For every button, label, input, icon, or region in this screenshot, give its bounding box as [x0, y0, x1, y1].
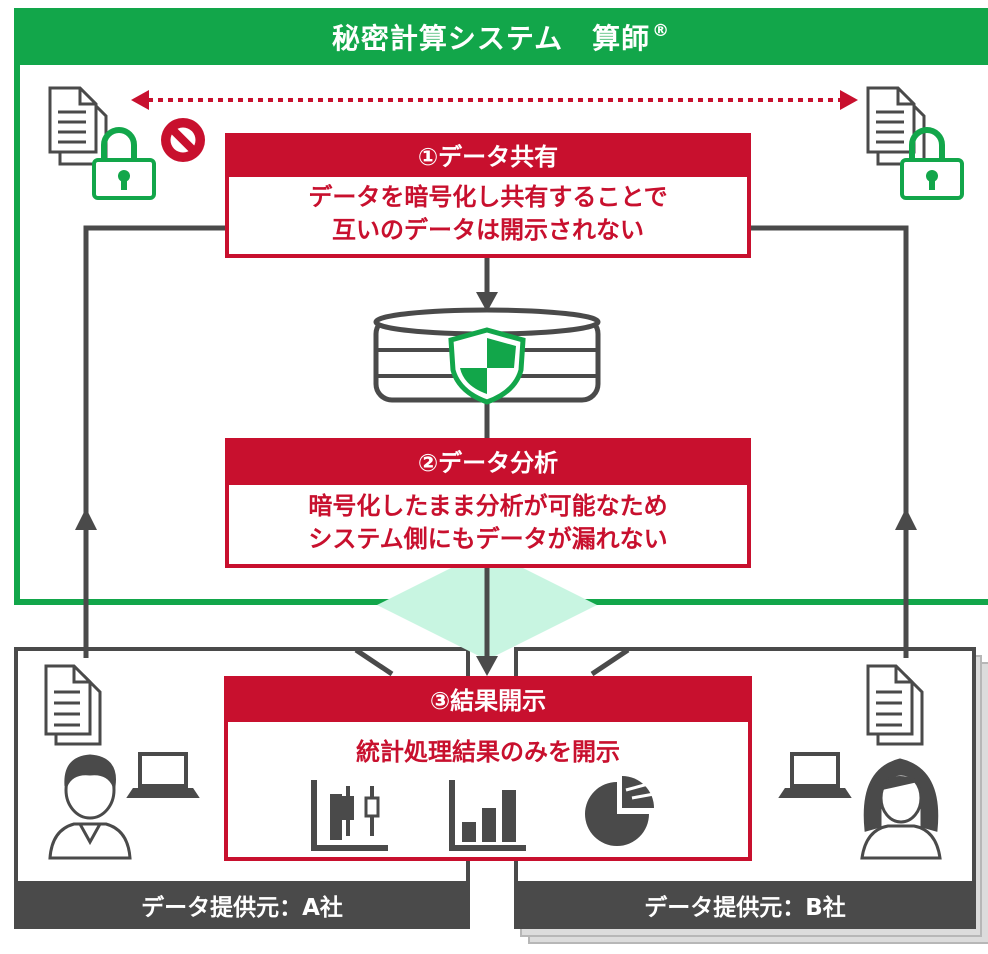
document-icon-right — [866, 664, 924, 746]
document-lock-icon-left — [48, 86, 156, 200]
system-title-bar: 秘密計算システム 算師® — [14, 8, 988, 65]
step1-box: ①データ共有 データを暗号化し共有することで 互いのデータは開示されない — [225, 133, 751, 258]
company-b-slant — [590, 647, 630, 677]
document-icon-left — [44, 664, 102, 746]
woman-icon — [860, 758, 942, 860]
arrow-to-result — [476, 656, 498, 676]
step1-line2: 互いのデータは開示されない — [332, 216, 644, 244]
man-icon — [48, 754, 132, 860]
step3-heading: ③結果開示 — [228, 680, 748, 722]
laptop-icon-left — [126, 752, 200, 798]
step2-line2: システム側にもデータが漏れない — [308, 525, 668, 553]
pie-chart-icon — [585, 776, 655, 846]
step3-line1: 統計処理結果のみを開示 — [356, 738, 620, 766]
bar-chart-icon — [449, 780, 526, 851]
candlestick-chart-icon — [311, 780, 388, 851]
document-lock-icon-right — [866, 86, 964, 200]
dashed-arrow-left-head — [131, 90, 149, 110]
company-a-label-text: データ提供元：A社 — [141, 895, 343, 921]
company-a-label: データ提供元：A社 — [14, 881, 470, 929]
company-a-slant — [354, 647, 394, 677]
database-shield-icon — [373, 307, 601, 405]
laptop-icon-right — [778, 752, 852, 798]
step2-description: 暗号化したまま分析が可能なため システム側にもデータが漏れない — [229, 485, 747, 556]
left-up-arrowhead — [75, 508, 97, 530]
dashed-arrow-right-head — [840, 90, 858, 110]
step1-heading: ①データ共有 — [229, 137, 747, 177]
step2-heading: ②データ分析 — [229, 442, 747, 485]
registered-mark: ® — [652, 20, 671, 41]
step1-line1: データを暗号化し共有することで — [308, 183, 668, 211]
prohibited-icon — [161, 118, 205, 162]
system-title: 秘密計算システム 算師 — [331, 21, 651, 55]
arrow-to-database — [476, 292, 498, 312]
company-b-label: データ提供元：B社 — [514, 881, 976, 929]
step1-description: データを暗号化し共有することで 互いのデータは開示されない — [229, 177, 747, 247]
right-up-arrowhead — [895, 508, 917, 530]
step2-line1: 暗号化したまま分析が可能なため — [308, 492, 668, 520]
step2-box: ②データ分析 暗号化したまま分析が可能なため システム側にもデータが漏れない — [225, 438, 751, 568]
company-b-label-text: データ提供元：B社 — [644, 895, 846, 921]
